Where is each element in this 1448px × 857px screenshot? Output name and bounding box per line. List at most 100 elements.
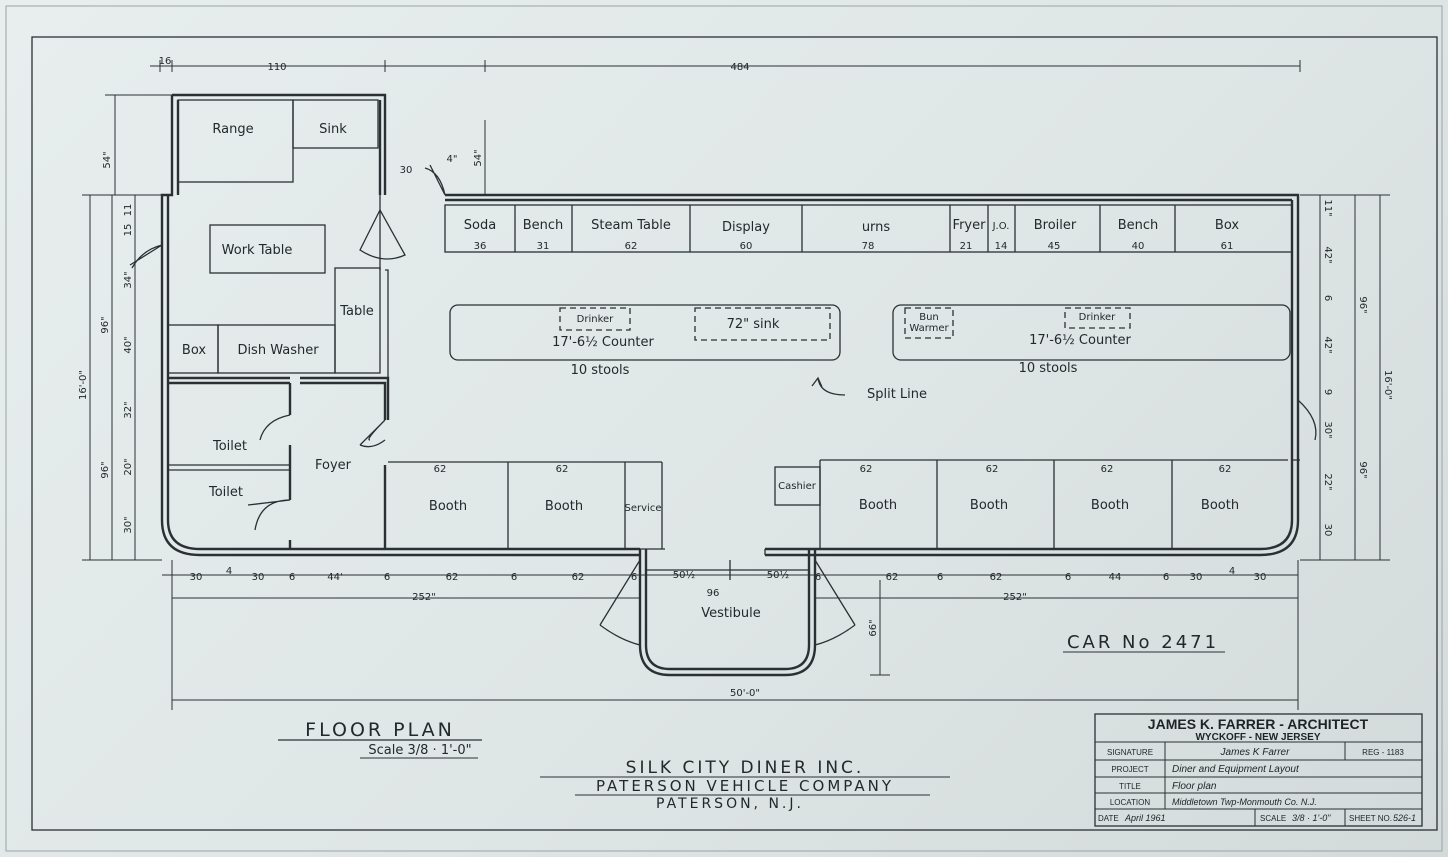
date-value: April 1961 (1124, 813, 1166, 823)
dim-bottom: 6 (815, 572, 821, 583)
table-label: Table (339, 304, 374, 319)
date-label: DATE (1098, 814, 1119, 823)
booth-dim: 62 (860, 464, 873, 475)
backbar-dim: 45 (1048, 241, 1061, 252)
dim-left-total: 16'-0" (78, 370, 89, 400)
bun-warmer-label: Warmer (909, 323, 949, 334)
dim-54-left: 54" (102, 151, 113, 168)
dim-30-door: 30 (400, 165, 413, 176)
table-box (334, 267, 381, 374)
dim-bottom: 6 (1163, 572, 1169, 583)
dim-left-32: 32" (123, 401, 134, 418)
dim-right-30a: 30" (1322, 421, 1333, 438)
backbar-label: Broiler (1034, 218, 1077, 233)
sink-box (292, 99, 379, 149)
backbar-label: Bench (523, 218, 564, 233)
dish-washer-box (217, 324, 336, 374)
dim-right-30b: 30 (1322, 524, 1333, 537)
dim-bottom: 30 (190, 572, 203, 583)
dim-right-252: 252" (1003, 592, 1027, 603)
box-label: Box (182, 343, 206, 358)
cashier-label: Cashier (778, 481, 817, 492)
backbar-dim: 60 (740, 241, 753, 252)
title-label: TITLE (1119, 782, 1141, 791)
dim-bottom: 62 (446, 572, 459, 583)
counters (449, 304, 1291, 361)
kitchen-door-swing (359, 208, 406, 260)
service-label: Service (625, 503, 662, 514)
dim-bottom: 30 (1190, 572, 1203, 583)
drinker-label-right: Drinker (1079, 312, 1117, 323)
client-city: PATERSON, N.J. (656, 796, 804, 812)
title-value: Floor plan (1172, 781, 1217, 792)
toilet-label-2: Toilet (208, 485, 243, 500)
dim-110: 110 (267, 62, 286, 73)
booth-label: Booth (859, 498, 897, 513)
back-bar (444, 204, 1293, 253)
dim-bottom: 50½ (767, 569, 790, 581)
dim-bottom: 44' (327, 572, 342, 583)
sink-label: Sink (319, 122, 347, 137)
dim-right-6: 6 (1322, 295, 1333, 301)
dim-vestibule-66: 66" (868, 619, 879, 636)
dim-16: 16 (159, 56, 172, 67)
dim-right-42b: 42" (1322, 336, 1333, 353)
dim-overall: 50'-0" (730, 688, 760, 699)
kitchen (129, 99, 446, 549)
sheet-edge (5, 5, 1443, 852)
dim-bottom: 6 (631, 572, 637, 583)
dim-bottom: 62 (886, 572, 899, 583)
outer-walls (160, 93, 1300, 677)
client-name: SILK CITY DINER INC. (626, 758, 865, 778)
signature-label: SIGNATURE (1107, 748, 1153, 757)
car-number: CAR No 2471 (1067, 632, 1219, 653)
counter-label-right: 17'-6½ Counter (1029, 333, 1131, 348)
dim-right-9: 9 (1322, 389, 1333, 395)
dimension-lines (82, 60, 1390, 710)
dim-right-96a: 96" (1357, 296, 1368, 313)
dim-bottom: 6 (511, 572, 517, 583)
title-block (1094, 713, 1423, 827)
toilet-label-1: Toilet (212, 439, 247, 454)
dim-left-96b: 96" (100, 461, 111, 478)
dim-bottom: 62 (990, 572, 1003, 583)
dim-right-96b: 96" (1357, 461, 1368, 478)
dim-bottom: 4 (226, 566, 232, 577)
architect-name: JAMES K. FARRER - ARCHITECT (1148, 716, 1369, 732)
backbar-dim: 61 (1221, 241, 1234, 252)
vestibule-doors (599, 559, 856, 646)
drinker-label-left: Drinker (577, 314, 615, 325)
backbar-label: Soda (464, 218, 496, 233)
sheet-value: 526-1 (1393, 813, 1416, 823)
dim-left-40: 40" (123, 336, 134, 353)
booths (388, 399, 1317, 550)
dim-bottom: 96 (707, 588, 720, 599)
dim-bottom: 6 (289, 572, 295, 583)
vestibule-label: Vestibule (701, 606, 760, 621)
backbar-dim: 14 (995, 241, 1008, 252)
booth-dim: 62 (434, 464, 447, 475)
backbar-dim: 62 (625, 241, 638, 252)
backbar-dim: 36 (474, 241, 487, 252)
work-table-box (209, 224, 326, 274)
sheet-label: SHEET NO. (1349, 814, 1392, 823)
dim-left-11: 11 (123, 204, 134, 217)
dim-bottom: 6 (1065, 572, 1071, 583)
booth-dim: 62 (1219, 464, 1232, 475)
project-value: Diner and Equipment Layout (1172, 764, 1300, 775)
dim-right-22: 22" (1322, 473, 1333, 490)
split-line-label: Split Line (867, 387, 927, 402)
backbar-dim: 21 (960, 241, 973, 252)
booth-label: Booth (1201, 498, 1239, 513)
right-counter (892, 304, 1291, 361)
scale-label: SCALE (1260, 814, 1286, 823)
dish-washer-label: Dish Washer (237, 343, 319, 358)
dim-bottom: 6 (384, 572, 390, 583)
counter-label-left: 17'-6½ Counter (552, 335, 654, 350)
backbar-label: Display (722, 220, 770, 235)
foyer-label: Foyer (315, 458, 352, 473)
split-line-arrow (811, 376, 846, 396)
backbar-dim: 78 (862, 241, 875, 252)
dim-484: 484 (730, 62, 749, 73)
backbar-label: Steam Table (591, 218, 671, 233)
